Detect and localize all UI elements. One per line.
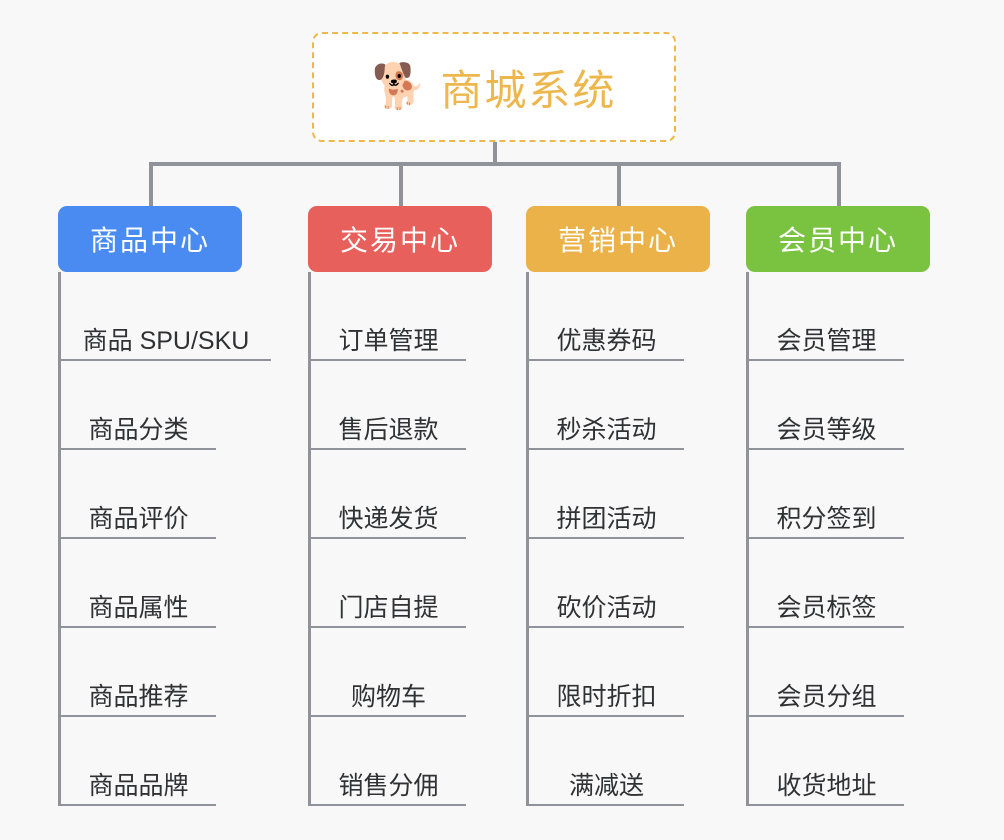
leaf-item[interactable]: 商品属性: [61, 539, 216, 628]
leaf-item[interactable]: 满减送: [529, 717, 684, 806]
connector-drop-trade-center: [399, 162, 403, 208]
column-trade-center: 交易中心订单管理售后退款快递发货门店自提购物车销售分佣: [308, 206, 492, 806]
leaf-item-label: 销售分佣: [338, 771, 439, 800]
leaf-item-label: 商品推荐: [88, 682, 189, 711]
leaf-item-label: 售后退款: [338, 415, 439, 444]
leaf-list-member-center: 会员管理会员等级积分签到会员标签会员分组收货地址: [746, 272, 930, 806]
column-marketing-center: 营销中心优惠券码秒杀活动拼团活动砍价活动限时折扣满减送: [526, 206, 710, 806]
leaf-item-label: 拼团活动: [556, 504, 657, 533]
leaf-item-label: 秒杀活动: [556, 415, 657, 444]
category-box-member-center[interactable]: 会员中心: [746, 206, 930, 272]
leaf-item-label: 会员标签: [776, 593, 877, 622]
dog-face-icon: 🐕: [371, 62, 427, 111]
category-label: 交易中心: [339, 225, 460, 256]
leaf-list-marketing-center: 优惠券码秒杀活动拼团活动砍价活动限时折扣满减送: [526, 272, 710, 806]
leaf-item-label: 积分签到: [776, 504, 877, 533]
leaf-item[interactable]: 购物车: [311, 628, 466, 717]
leaf-item[interactable]: 销售分佣: [311, 717, 466, 806]
connector-drop-product-center: [149, 162, 153, 208]
category-box-trade-center[interactable]: 交易中心: [308, 206, 492, 272]
column-member-center: 会员中心会员管理会员等级积分签到会员标签会员分组收货地址: [746, 206, 930, 806]
leaf-item[interactable]: 会员标签: [749, 539, 904, 628]
category-box-product-center[interactable]: 商品中心: [58, 206, 242, 272]
category-label: 会员中心: [777, 225, 898, 256]
leaf-item-label: 满减送: [568, 771, 644, 800]
leaf-item-label: 商品属性: [88, 593, 189, 622]
leaf-item-label: 门店自提: [338, 593, 439, 622]
column-product-center: 商品中心商品 SPU/SKU 商品分类商品评价商品属性商品推荐商品品牌: [58, 206, 271, 806]
leaf-item-label: 商品分类: [88, 415, 189, 444]
leaf-list-trade-center: 订单管理售后退款快递发货门店自提购物车销售分佣: [308, 272, 492, 806]
leaf-item-label: 会员管理: [776, 326, 877, 355]
leaf-item-label: 快递发货: [338, 504, 439, 533]
connector-horizontal-bus: [149, 162, 841, 166]
leaf-item-label: 商品品牌: [88, 771, 189, 800]
leaf-item-label: 购物车: [350, 682, 426, 711]
leaf-item[interactable]: 砍价活动: [529, 539, 684, 628]
root-node-label: 商城系统: [440, 66, 617, 114]
leaf-item[interactable]: 积分签到: [749, 450, 904, 539]
leaf-item[interactable]: 商品品牌: [61, 717, 216, 806]
leaf-item[interactable]: 会员分组: [749, 628, 904, 717]
leaf-item[interactable]: 商品 SPU/SKU: [61, 272, 271, 361]
leaf-item[interactable]: 快递发货: [311, 450, 466, 539]
leaf-item[interactable]: 秒杀活动: [529, 361, 684, 450]
leaf-item-label: 优惠券码: [556, 326, 657, 355]
leaf-item-label: 限时折扣: [556, 682, 657, 711]
leaf-item-label: 会员等级: [776, 415, 877, 444]
leaf-item[interactable]: 商品推荐: [61, 628, 216, 717]
leaf-list-product-center: 商品 SPU/SKU 商品分类商品评价商品属性商品推荐商品品牌: [58, 272, 271, 806]
leaf-item[interactable]: 商品分类: [61, 361, 216, 450]
connector-root-stem: [493, 142, 497, 165]
leaf-item[interactable]: 会员等级: [749, 361, 904, 450]
category-label: 商品中心: [89, 225, 210, 256]
leaf-item-label: 收货地址: [776, 771, 877, 800]
leaf-item-label: 商品评价: [88, 504, 189, 533]
category-box-marketing-center[interactable]: 营销中心: [526, 206, 710, 272]
leaf-item[interactable]: 会员管理: [749, 272, 904, 361]
leaf-item[interactable]: 优惠券码: [529, 272, 684, 361]
leaf-item-label: 砍价活动: [556, 593, 657, 622]
leaf-item[interactable]: 售后退款: [311, 361, 466, 450]
leaf-item[interactable]: 订单管理: [311, 272, 466, 361]
root-node[interactable]: 🐕 商城系统: [312, 32, 676, 142]
leaf-item-label: 商品 SPU/SKU: [82, 326, 250, 355]
category-label: 营销中心: [557, 225, 678, 256]
connector-drop-member-center: [837, 162, 841, 208]
leaf-item[interactable]: 商品评价: [61, 450, 216, 539]
leaf-item[interactable]: 收货地址: [749, 717, 904, 806]
leaf-item[interactable]: 限时折扣: [529, 628, 684, 717]
leaf-item[interactable]: 门店自提: [311, 539, 466, 628]
leaf-item-label: 订单管理: [338, 326, 439, 355]
leaf-item-label: 会员分组: [776, 682, 877, 711]
connector-drop-marketing-center: [617, 162, 621, 208]
leaf-item[interactable]: 拼团活动: [529, 450, 684, 539]
